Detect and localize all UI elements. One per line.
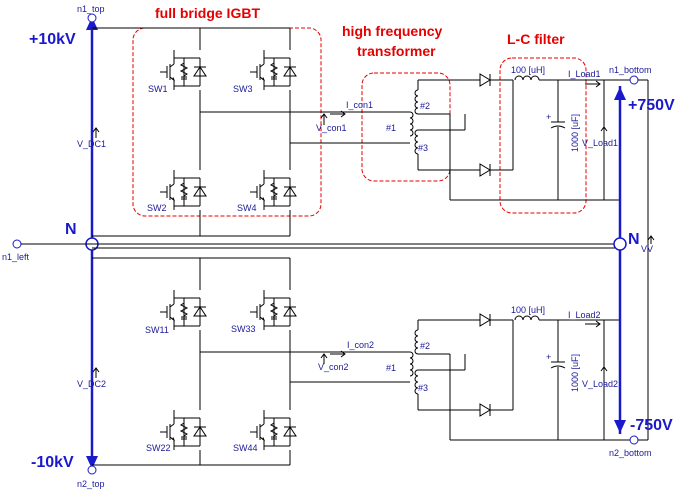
- hv-bus-arrow-up: [86, 17, 98, 30]
- inductor-1: [514, 75, 540, 81]
- igbt-sw11: [159, 289, 207, 331]
- lv-bus-arrow-down: [614, 420, 626, 433]
- n1-bottom-node: [629, 75, 639, 85]
- transformer-title-line2: transformer: [357, 43, 436, 59]
- sw3-label: SW3: [233, 84, 253, 94]
- t1-w1-label: #1: [386, 123, 396, 133]
- transformer-title-line1: high frequency: [342, 23, 443, 39]
- neutral-left-label: N: [65, 221, 77, 238]
- filter-group-box: [499, 57, 587, 214]
- svg-text:+: +: [546, 112, 551, 122]
- t2-w2-label: #2: [420, 341, 430, 351]
- hv-bus-arrow-down: [86, 456, 98, 469]
- n1-top-label: n1_top: [77, 4, 105, 14]
- vload2-label: V_Load2: [582, 379, 618, 389]
- n1-left-node: [12, 239, 22, 249]
- rect-diode-1b: [479, 163, 491, 177]
- t2-w1-label: #1: [386, 363, 396, 373]
- sw22-label: SW22: [146, 443, 171, 453]
- vcon2-label: V_con2: [318, 362, 349, 372]
- vv-label: VV: [641, 244, 653, 254]
- iload1-label: I_Load1: [568, 69, 601, 79]
- sw11-label: SW11: [145, 325, 169, 335]
- iload2-label: I_Load2: [568, 310, 601, 320]
- icon2-label: I_con2: [347, 340, 374, 350]
- n2-bottom-label: n2_bottom: [609, 448, 652, 458]
- inductor-1-label: 100 [uH]: [511, 65, 545, 75]
- igbt-title: full bridge IGBT: [155, 5, 260, 21]
- rect-diode-2a: [479, 313, 491, 327]
- neutral-node-right: [613, 237, 627, 251]
- t2-w3-label: #3: [418, 383, 428, 393]
- inductor-2-label: 100 [uH]: [511, 305, 545, 315]
- igbt-sw33: [249, 289, 297, 331]
- n2-bottom-node: [629, 435, 639, 445]
- transformer-group-box: [361, 72, 451, 182]
- n1-bottom-label: n1_bottom: [609, 65, 652, 75]
- minus-lv-label: -750V: [630, 417, 673, 434]
- t1-w3-label: #3: [418, 143, 428, 153]
- filter-title: L-C filter: [507, 31, 565, 47]
- n2-top-label: n2_top: [77, 479, 105, 489]
- igbt-group-box: [132, 27, 322, 217]
- sw33-label: SW33: [231, 324, 256, 334]
- sw2-label: SW2: [147, 203, 167, 213]
- svg-text:+: +: [546, 352, 551, 362]
- n2-top-node: [87, 465, 97, 475]
- neutral-right-label: N: [628, 231, 640, 248]
- sw44-label: SW44: [233, 443, 258, 453]
- cap-1-label: 1000 [uF]: [570, 114, 580, 152]
- igbt-sw3: [249, 49, 297, 91]
- plus-lv-label: +750V: [628, 97, 675, 114]
- sw1-label: SW1: [148, 84, 168, 94]
- t1-w2-label: #2: [420, 101, 430, 111]
- vdc1-label: V_DC1: [77, 139, 106, 149]
- minus-hv-label: -10kV: [31, 454, 74, 471]
- lv-bus-arrow-up: [614, 87, 626, 100]
- n1-left-label: n1_left: [2, 252, 30, 262]
- igbt-sw4: [249, 169, 297, 211]
- n1-top-node: [87, 13, 97, 23]
- vcon1-label: V_con1: [316, 123, 347, 133]
- inductor-2: [514, 315, 540, 321]
- rect-diode-2b: [479, 403, 491, 417]
- sw4-label: SW4: [237, 203, 257, 213]
- plus-hv-label: +10kV: [29, 31, 76, 48]
- vdc2-label: V_DC2: [77, 379, 106, 389]
- rect-diode-1a: [479, 73, 491, 87]
- igbt-sw2: [159, 169, 207, 211]
- vload1-label: V_Load1: [582, 138, 618, 148]
- cap-2-label: 1000 [uF]: [570, 354, 580, 392]
- icon1-label: I_con1: [346, 100, 373, 110]
